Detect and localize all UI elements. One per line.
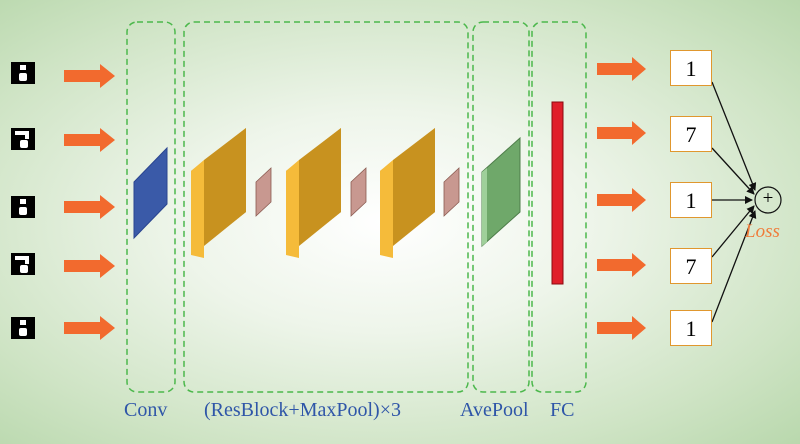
output-box: 1 (670, 310, 712, 346)
maxpool-layer (350, 167, 367, 217)
input-arrow (64, 128, 115, 152)
loss-connector-line (711, 205, 755, 258)
input-arrow (64, 316, 115, 340)
input-digit-image (11, 253, 35, 275)
conv-label: Conv (124, 399, 168, 421)
output-box: 7 (670, 116, 712, 152)
input-arrow (64, 254, 115, 278)
fc-layer (551, 101, 564, 285)
conv-layer (133, 146, 168, 240)
output-arrow (597, 121, 646, 145)
input-arrow (64, 195, 115, 219)
avepool-layer (481, 136, 521, 248)
resblock-layer (191, 128, 246, 258)
output-box: 1 (670, 50, 712, 86)
maxpool-layer (255, 167, 272, 217)
loss-connector-line (711, 147, 755, 195)
input-digit-image (11, 317, 35, 339)
input-digit-image (11, 128, 35, 150)
fc-group-box (531, 21, 587, 393)
loss-connector-line (711, 81, 757, 191)
output-box: 7 (670, 248, 712, 284)
sum-symbol: + (762, 188, 774, 209)
resblock-label: (ResBlock+MaxPool)×3 (204, 399, 401, 421)
loss-connector-line (711, 210, 757, 323)
input-arrow (64, 64, 115, 88)
resblock-group-box (183, 21, 469, 393)
conv-group-box (126, 21, 176, 393)
output-arrow (597, 57, 646, 81)
output-arrow (597, 188, 646, 212)
loss-label: Loss (745, 221, 780, 242)
sum-node (754, 186, 782, 214)
resblock-layer (286, 128, 341, 258)
resblock-layer (380, 128, 435, 258)
maxpool-layer (443, 167, 460, 217)
avepool-group-box (472, 21, 530, 393)
fc-label: FC (550, 399, 575, 421)
output-arrow (597, 253, 646, 277)
input-digit-image (11, 62, 35, 84)
avepool-label: AvePool (460, 399, 529, 421)
output-arrow (597, 316, 646, 340)
output-box: 1 (670, 182, 712, 218)
input-digit-image (11, 196, 35, 218)
